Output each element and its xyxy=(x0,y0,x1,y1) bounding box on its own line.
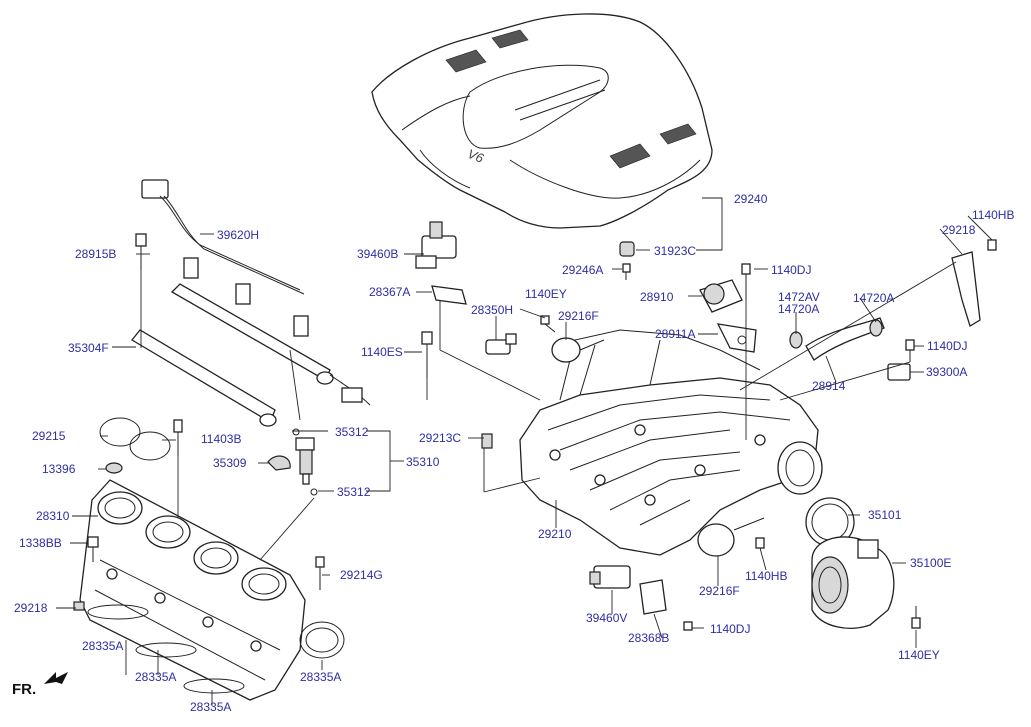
vacuum-connector-28350h xyxy=(485,333,517,355)
front-label: FR. xyxy=(12,681,36,698)
injector-o-rings xyxy=(292,428,318,496)
callout-29218-right[interactable]: 29218 xyxy=(942,223,976,237)
callout-1472av[interactable]: 1472AV xyxy=(778,290,820,304)
callout-35310[interactable]: 35310 xyxy=(406,455,440,469)
hose-clamps-14720a xyxy=(789,319,883,349)
solenoid-valve-39460b xyxy=(415,221,457,269)
callout-28310[interactable]: 28310 xyxy=(36,509,70,523)
callout-39620h[interactable]: 39620H xyxy=(217,228,259,242)
callout-29240[interactable]: 29240 xyxy=(734,192,768,206)
pcv-valve-28910 xyxy=(699,279,743,313)
front-direction-indicator: FR. xyxy=(12,672,68,698)
solenoid-valve-39460v xyxy=(589,565,631,589)
callout-labels: 29240 31923C 29246A 1140DJ 39460B 28367A 28910… xyxy=(14,192,1014,714)
callout-35101[interactable]: 35101 xyxy=(868,508,902,522)
leader-lines xyxy=(56,197,993,706)
callout-1140ey-bottom[interactable]: 1140EY xyxy=(898,648,940,662)
callout-35304f[interactable]: 35304F xyxy=(68,341,109,355)
bolt-1140es xyxy=(421,331,433,378)
callout-28911a[interactable]: 28911A xyxy=(655,327,695,341)
bolt-29218-left xyxy=(73,601,85,611)
actuator-29216f-top xyxy=(551,337,605,363)
callout-28367a[interactable]: 28367A xyxy=(369,285,410,299)
callout-14720a-left[interactable]: 14720A xyxy=(778,302,819,316)
upper-intake-manifold xyxy=(519,329,819,556)
callout-28914[interactable]: 28914 xyxy=(812,379,846,393)
callout-1140dj-right[interactable]: 1140DJ xyxy=(927,339,967,353)
callout-35309[interactable]: 35309 xyxy=(213,456,247,470)
callout-29215[interactable]: 29215 xyxy=(32,429,66,443)
fuel-rail xyxy=(131,283,371,427)
bolt-1140dj-top xyxy=(741,263,751,300)
callout-29213c[interactable]: 29213C xyxy=(419,431,461,445)
lower-intake-manifold xyxy=(79,479,306,701)
callout-29210[interactable]: 29210 xyxy=(538,527,572,541)
callout-13396[interactable]: 13396 xyxy=(42,462,76,476)
callout-1140ey-mid[interactable]: 1140EY xyxy=(525,287,567,301)
callout-28368b[interactable]: 28368B xyxy=(628,631,669,645)
bolt-1140ey-mid xyxy=(540,315,556,333)
callout-29216f-top[interactable]: 29216F xyxy=(558,309,599,323)
cover-v6-mark: V6 xyxy=(466,146,487,166)
callout-35100e[interactable]: 35100E xyxy=(910,556,951,570)
bolt-1140dj-right xyxy=(905,339,915,362)
front-arrow-icon xyxy=(44,672,68,684)
seal-ring xyxy=(105,462,123,474)
fitting-29213c xyxy=(481,433,493,449)
throttle-body xyxy=(811,536,895,629)
callout-28350h[interactable]: 28350H xyxy=(471,303,513,317)
bolt-1140hb-bottom xyxy=(755,537,765,549)
cover-grommet xyxy=(619,241,635,280)
actuator-29216f-bottom xyxy=(697,517,765,557)
bolt-11403b xyxy=(173,419,183,456)
manifold-gasket-b xyxy=(299,621,345,659)
callout-28335a-2[interactable]: 28335A xyxy=(135,670,176,684)
map-sensor-39300a xyxy=(887,363,911,381)
callout-28335a-1[interactable]: 28335A xyxy=(82,639,123,653)
callout-1140dj-bottom[interactable]: 1140DJ xyxy=(710,622,750,636)
bolt-1338bb xyxy=(87,536,99,562)
callout-1140hb-bottom[interactable]: 1140HB xyxy=(745,569,787,583)
manifold-gasket-a xyxy=(87,604,245,694)
rail-bolt-28915b xyxy=(135,233,147,270)
callout-39300a[interactable]: 39300A xyxy=(926,365,967,379)
callout-1140es[interactable]: 1140ES xyxy=(361,345,403,359)
bolt-29214g xyxy=(315,556,325,590)
bolt-1140dj-bottom xyxy=(683,621,693,631)
callout-31923c[interactable]: 31923C xyxy=(654,244,696,258)
callout-28335a-4[interactable]: 28335A xyxy=(300,670,341,684)
callout-35312-bottom[interactable]: 35312 xyxy=(337,485,371,499)
injector-clip xyxy=(267,455,291,471)
callout-29216f-bottom[interactable]: 29216F xyxy=(699,584,740,598)
callout-1140hb-top[interactable]: 1140HB xyxy=(972,208,1014,222)
callout-35312-top[interactable]: 35312 xyxy=(335,425,369,439)
callout-14720a-right[interactable]: 14720A xyxy=(853,291,894,305)
bracket-29218-right xyxy=(951,251,981,327)
injector-harness xyxy=(141,179,309,337)
callout-39460b[interactable]: 39460B xyxy=(357,247,398,261)
engine-cover: V6 xyxy=(371,13,713,229)
callout-1338bb[interactable]: 1338BB xyxy=(19,536,62,550)
callout-29246a[interactable]: 29246A xyxy=(562,263,603,277)
bracket-28367a xyxy=(431,285,467,305)
callout-28910[interactable]: 28910 xyxy=(640,290,674,304)
callout-29218-left[interactable]: 29218 xyxy=(14,601,48,615)
callout-29214g[interactable]: 29214G xyxy=(340,568,383,582)
pcv-hose-28914 xyxy=(805,317,885,361)
bracket-28368b xyxy=(639,579,667,615)
callout-39460v[interactable]: 39460V xyxy=(586,611,627,625)
callout-28915b[interactable]: 28915B xyxy=(75,247,116,261)
callout-11403b[interactable]: 11403B xyxy=(201,432,241,446)
callout-1140dj-top[interactable]: 1140DJ xyxy=(771,263,811,277)
bolt-1140hb-top xyxy=(987,239,997,251)
bolt-1140ey-bottom xyxy=(911,606,921,629)
bracket-28911a xyxy=(716,323,757,353)
callout-28335a-3[interactable]: 28335A xyxy=(190,700,231,714)
throttle-flange xyxy=(777,441,823,495)
plenum-gasket xyxy=(99,417,171,461)
fuel-injector xyxy=(295,437,315,485)
